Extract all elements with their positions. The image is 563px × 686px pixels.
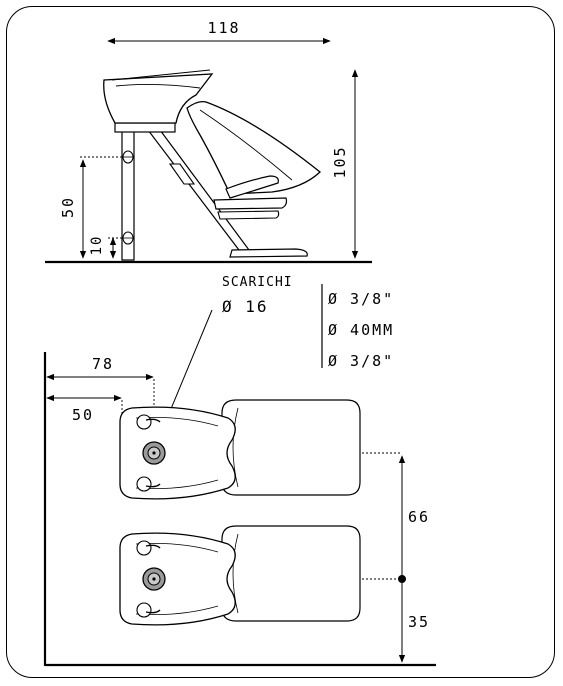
drain-callout: SCARICHI Ø 16 Ø 3/8" Ø 40MM Ø 3/8" (155, 275, 394, 446)
pipe-size-2: Ø 40MM (328, 321, 394, 339)
tap-lower-a (136, 540, 152, 556)
drain-main-size: Ø 16 (222, 297, 269, 316)
seat-shell (186, 100, 321, 195)
basin-upper (119, 406, 236, 500)
height-label: 105 (331, 145, 349, 178)
top-view: 78 50 66 35 (43, 352, 436, 667)
basin-plate (114, 122, 176, 133)
outer-offset-label: 78 (92, 355, 114, 373)
tap-upper-a (136, 414, 152, 430)
spacing-label: 66 (408, 508, 430, 526)
wash-unit-lower (119, 525, 361, 626)
footrest (229, 248, 308, 258)
basin-lower (119, 532, 236, 626)
tap-lower-b (136, 602, 152, 618)
drains-title: SCARICHI (222, 275, 293, 290)
seat-base (213, 197, 288, 210)
tap-upper-b (136, 476, 152, 492)
pipe-size-1: Ø 3/8" (328, 290, 394, 308)
wash-unit-upper (119, 399, 361, 500)
rail-height-label: 50 (59, 196, 77, 218)
dimension-node (398, 575, 406, 583)
end-label: 35 (408, 613, 430, 631)
width-label: 118 (207, 19, 240, 37)
leg-brace (168, 163, 196, 185)
base-height-label: 10 (89, 235, 105, 256)
chair-upper (221, 399, 361, 496)
chair-lower (221, 525, 361, 622)
drawing-frame (6, 6, 555, 678)
side-view: 118 105 50 10 (45, 19, 372, 264)
armrest (225, 175, 279, 199)
pipe-size-3: Ø 3/8" (328, 352, 394, 370)
inner-offset-label: 50 (72, 406, 94, 424)
